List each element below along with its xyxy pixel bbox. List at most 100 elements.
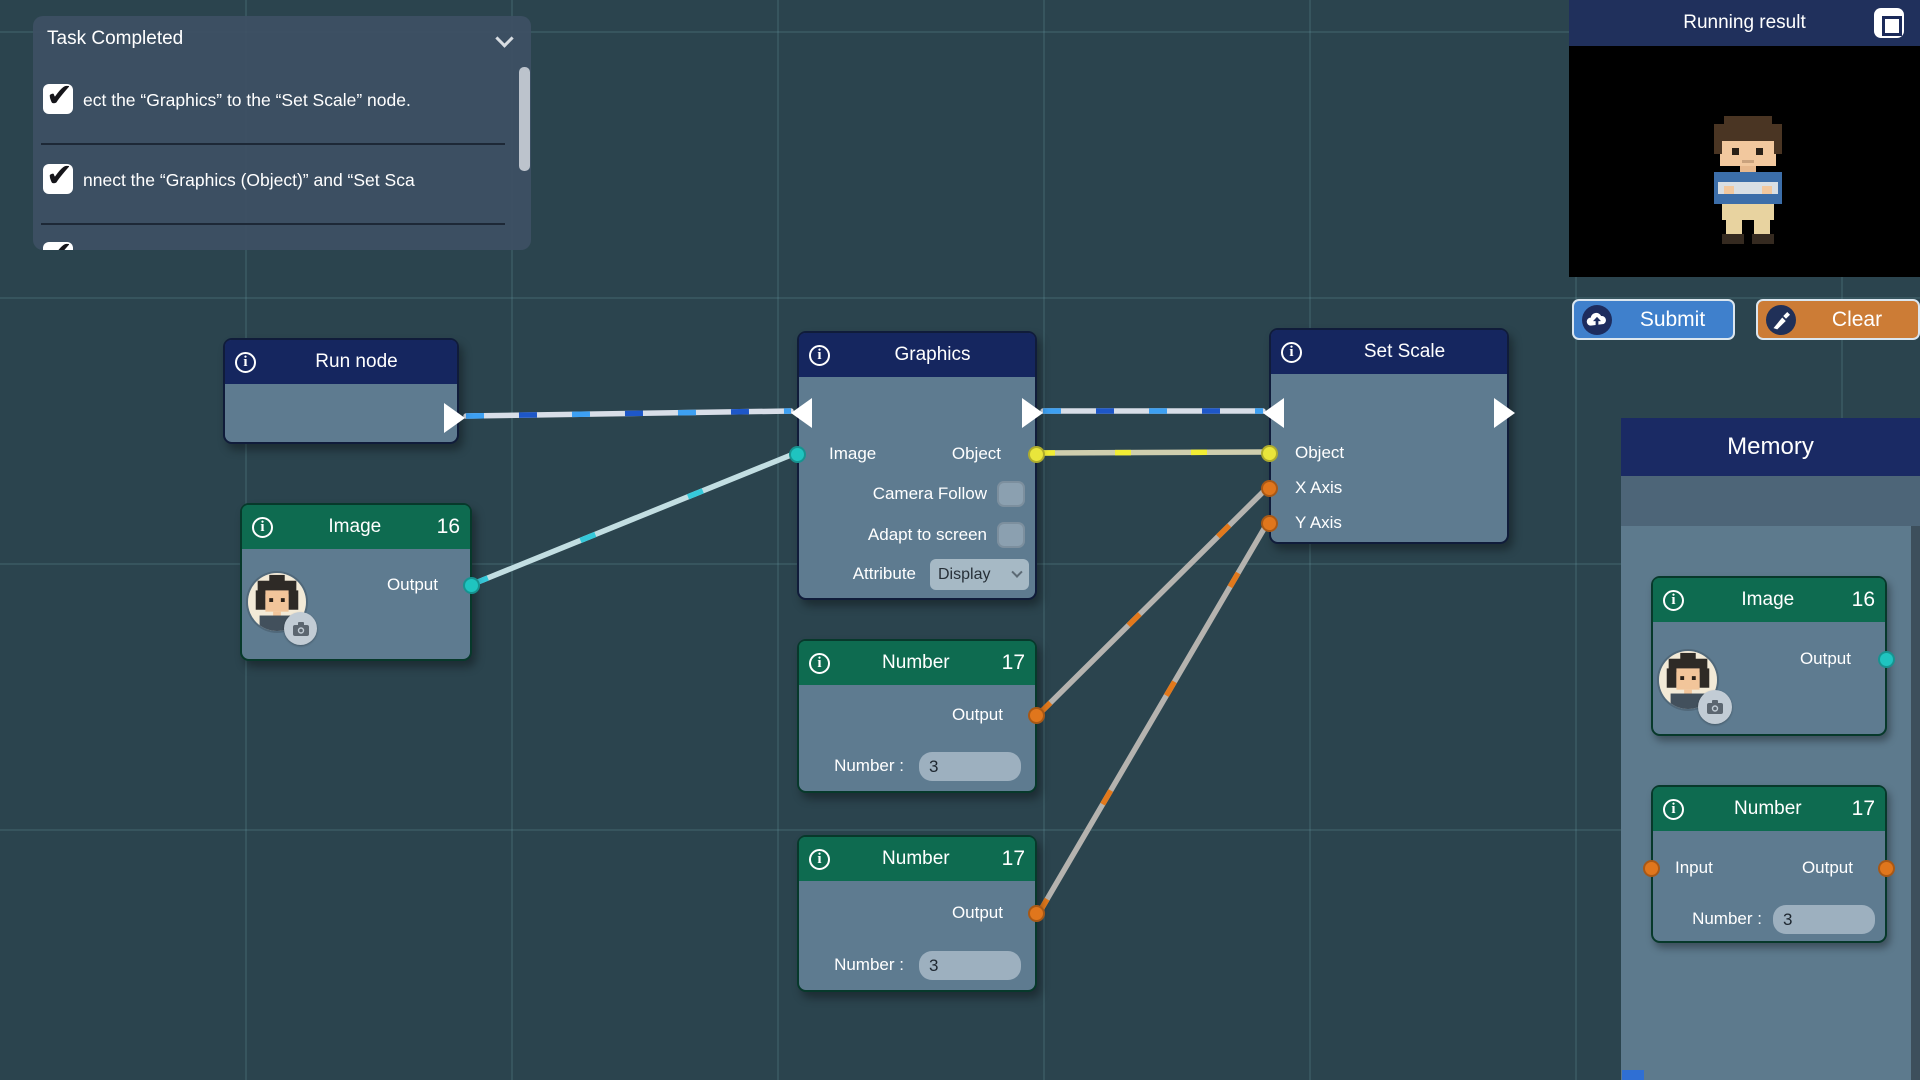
chevron-down-icon <box>1011 566 1023 578</box>
input-port[interactable] <box>1643 860 1660 877</box>
camera-follow-label: Camera Follow <box>872 484 987 503</box>
wire-run-to-graphics[interactable] <box>463 408 794 419</box>
output-port[interactable] <box>1028 905 1045 922</box>
output-port[interactable] <box>1878 860 1895 877</box>
game-character <box>1714 116 1782 244</box>
number-value-input[interactable] <box>1773 905 1875 934</box>
info-icon[interactable] <box>1281 341 1302 363</box>
memory-card-number[interactable]: Number 17 Input Output Number : <box>1643 785 1895 943</box>
adapt-to-screen-label: Adapt to screen <box>867 525 987 544</box>
adapt-to-screen-checkbox[interactable] <box>997 522 1025 548</box>
camera-icon <box>1698 690 1732 724</box>
image-input-label: Image <box>829 444 877 463</box>
number-field-label: Number : <box>834 756 904 775</box>
task-checkbox[interactable] <box>43 76 73 114</box>
info-icon[interactable] <box>1663 589 1684 611</box>
node-image[interactable]: Image 16 Output <box>240 503 480 661</box>
image-input-port[interactable] <box>789 446 806 463</box>
card-id-badge: 17 <box>1851 797 1875 820</box>
submit-button[interactable]: Submit <box>1572 299 1735 340</box>
object-input-label: Object <box>1295 443 1345 462</box>
task-checkbox[interactable] <box>43 234 73 250</box>
brush-icon <box>1766 304 1796 335</box>
node-id-badge: 16 <box>436 515 460 538</box>
card-title: Image <box>1741 589 1795 610</box>
output-port[interactable] <box>1028 707 1045 724</box>
x-axis-input-port[interactable] <box>1261 480 1278 497</box>
submit-label: Submit <box>1639 307 1706 331</box>
memory-header: Memory <box>1621 418 1920 476</box>
memory-corner-button[interactable] <box>1622 1070 1644 1080</box>
info-icon[interactable] <box>1663 798 1684 820</box>
node-id-badge: 17 <box>1001 847 1025 870</box>
clear-button[interactable]: Clear <box>1756 299 1920 340</box>
attribute-dropdown-value: Display <box>938 565 991 583</box>
task-panel-title: Task Completed <box>47 28 184 49</box>
camera-follow-checkbox[interactable] <box>997 481 1025 507</box>
memory-panel: Memory Image 16 <box>1621 418 1920 1080</box>
x-axis-label: X Axis <box>1295 478 1343 497</box>
task-checkbox[interactable] <box>43 156 73 194</box>
card-title: Number <box>1734 798 1802 819</box>
node-title: Set Scale <box>1363 341 1446 362</box>
flow-out-connector[interactable] <box>1022 398 1043 428</box>
y-axis-label: Y Axis <box>1295 513 1342 532</box>
memory-scrollbar[interactable] <box>1911 526 1920 1080</box>
wire-image-to-graphics[interactable] <box>470 450 799 587</box>
output-label: Output <box>386 575 438 594</box>
node-title: Number <box>882 848 950 869</box>
node-title: Graphics <box>894 344 971 365</box>
y-axis-input-port[interactable] <box>1261 515 1278 532</box>
chevron-down-icon[interactable] <box>495 29 514 48</box>
output-label: Output <box>1801 858 1853 877</box>
node-title: Number <box>882 652 950 673</box>
running-result-title: Running result <box>1683 12 1806 33</box>
node-run[interactable]: Run node <box>223 338 465 444</box>
attribute-dropdown[interactable]: Display <box>930 559 1029 590</box>
node-title: Image <box>328 516 382 537</box>
task-scrollbar[interactable] <box>519 67 530 171</box>
node-number-top[interactable]: Number 17 Output Number : <box>797 639 1045 793</box>
object-output-port[interactable] <box>1028 446 1045 463</box>
node-set-scale[interactable]: Set Scale Object X Axis Y Axis <box>1261 328 1515 544</box>
info-icon[interactable] <box>235 351 256 373</box>
divider <box>41 223 505 225</box>
number-field-label: Number : <box>834 955 904 974</box>
divider <box>41 143 505 145</box>
output-label: Output <box>951 903 1003 922</box>
object-output-label: Object <box>951 444 1001 463</box>
cloud-upload-icon <box>1582 304 1612 335</box>
output-label: Output <box>951 705 1003 724</box>
wire-object-to-setscale[interactable] <box>1036 449 1271 456</box>
flow-out-connector[interactable] <box>1494 398 1515 428</box>
camera-icon <box>284 612 317 645</box>
card-id-badge: 16 <box>1851 588 1875 611</box>
output-port[interactable] <box>463 577 480 594</box>
wire-number-to-xaxis[interactable] <box>1036 484 1271 717</box>
number-value-input[interactable] <box>919 951 1021 980</box>
running-result-viewport <box>1569 46 1920 277</box>
object-input-port[interactable] <box>1261 445 1278 462</box>
number-field-label: Number : <box>1692 909 1762 928</box>
node-title: Run node <box>315 351 398 372</box>
task-item-text: nnect the “Graphics (Object)” and “Set S… <box>83 170 415 190</box>
node-id-badge: 17 <box>1001 651 1025 674</box>
clear-label: Clear <box>1831 307 1883 331</box>
info-icon[interactable] <box>809 848 830 870</box>
info-icon[interactable] <box>809 344 830 366</box>
memory-card-image[interactable]: Image 16 Ou <box>1651 576 1895 736</box>
flow-out-connector[interactable] <box>444 403 465 433</box>
info-icon[interactable] <box>809 652 830 674</box>
wire-number-to-yaxis[interactable] <box>1036 519 1271 916</box>
flow-in-connector[interactable] <box>1263 398 1284 428</box>
node-graphics[interactable]: Graphics Image Object Camera Follow Adap… <box>789 331 1045 600</box>
node-number-bottom[interactable]: Number 17 Output Number : <box>797 835 1045 992</box>
output-port[interactable] <box>1878 651 1895 668</box>
number-value-input[interactable] <box>919 752 1021 781</box>
flow-in-connector[interactable] <box>791 398 812 428</box>
window-icon[interactable] <box>1874 8 1904 38</box>
memory-toolbar-strip <box>1621 476 1920 526</box>
info-icon[interactable] <box>252 516 273 538</box>
